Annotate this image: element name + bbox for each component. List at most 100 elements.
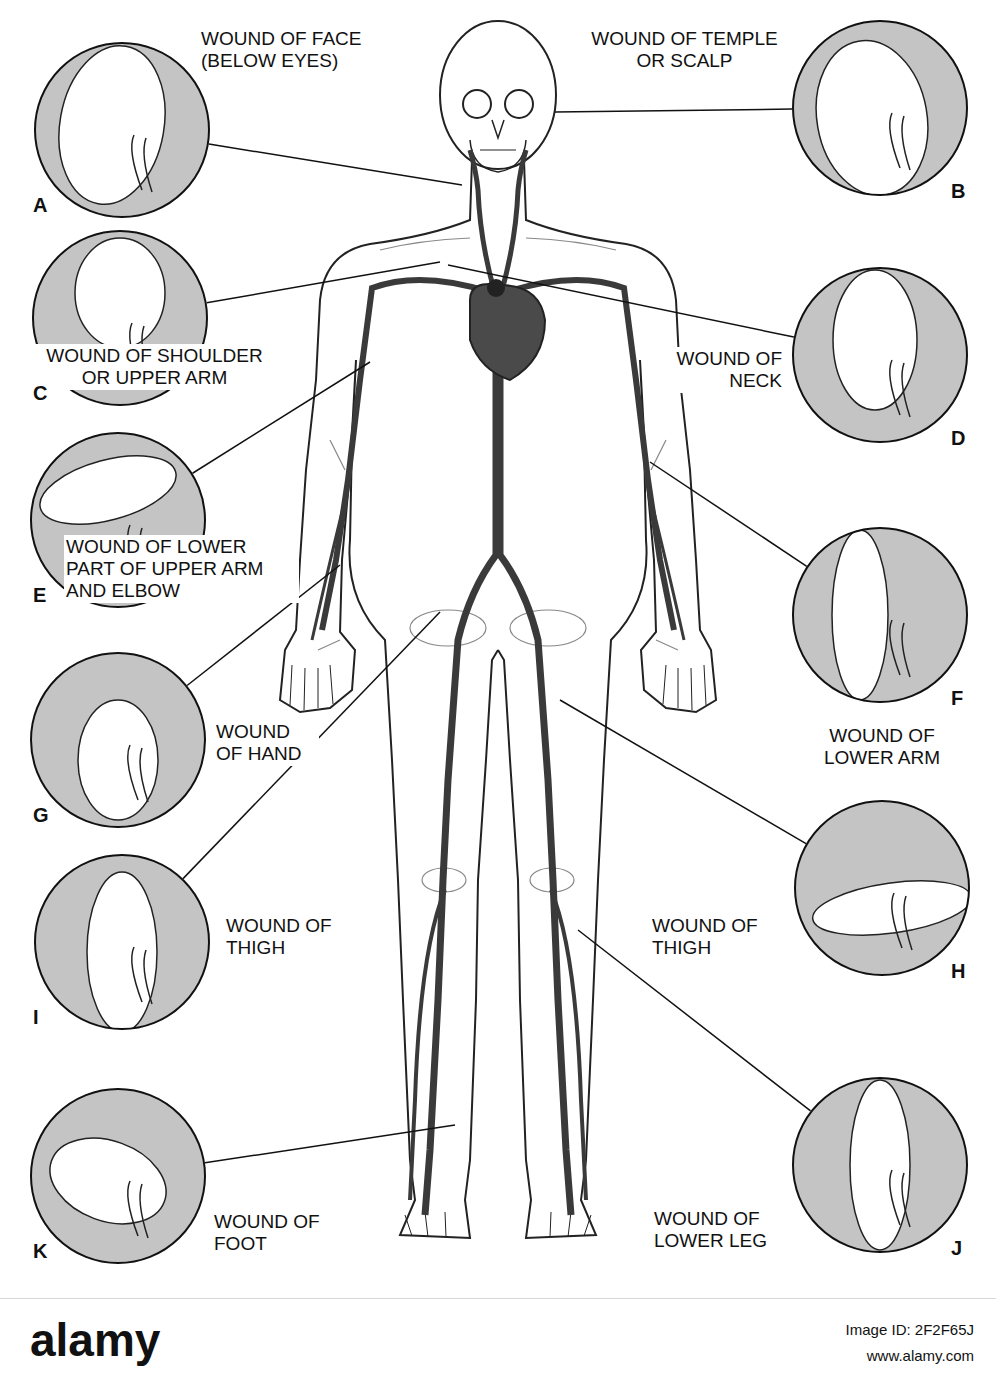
inset-ground <box>792 527 968 703</box>
inset-art <box>792 267 968 443</box>
inset-body-part <box>38 1123 178 1239</box>
callout-letter: B <box>950 180 966 202</box>
leader-line <box>209 144 462 185</box>
inset-ground <box>30 1088 206 1264</box>
letter-wrap: G <box>32 804 50 827</box>
inset-art <box>30 1088 206 1264</box>
leader-line <box>448 265 794 337</box>
leader-line <box>560 700 806 844</box>
wound-label: WOUND OF LOWER LEG <box>652 1207 797 1253</box>
inset-hand <box>890 620 910 677</box>
inset-body-part <box>804 32 939 205</box>
label-wrap: WOUND OF LOWER PART OF UPPER ARM AND ELB… <box>64 535 299 603</box>
callout-letter: A <box>32 194 48 216</box>
wound-circle: WOUND OF THIGHH <box>794 800 970 976</box>
label-wrap: WOUND OF SHOULDER OR UPPER ARM <box>32 344 277 390</box>
wound-label: WOUND OF FOOT <box>212 1210 352 1256</box>
inset-hand <box>132 947 152 1004</box>
leader-line <box>207 262 440 303</box>
inset-body-part <box>832 530 888 700</box>
inset-body-part <box>33 443 184 537</box>
inset-body-part <box>78 700 158 820</box>
inset-hand <box>128 1181 148 1238</box>
watermark-text: www.alamy.com <box>867 1347 974 1364</box>
inset-ground <box>30 652 206 828</box>
letter-wrap: K <box>32 1240 48 1263</box>
wound-label: WOUND OF HAND <box>214 720 319 766</box>
inset-art <box>30 652 206 828</box>
label-wrap: WOUND OF NECK <box>674 347 784 393</box>
callout-letter: G <box>32 804 50 826</box>
label-wrap: WOUND OF THIGH <box>224 914 364 960</box>
leader-line <box>205 1125 455 1163</box>
label-wrap: WOUND OF LOWER ARM <box>797 724 967 770</box>
label-wrap: WOUND OF HAND <box>214 720 319 766</box>
wound-label: WOUND OF LOWER PART OF UPPER ARM AND ELB… <box>64 535 299 603</box>
wound-circle: WOUND OF LOWER PART OF UPPER ARM AND ELB… <box>30 432 206 608</box>
inset-art <box>794 800 975 976</box>
wound-label: WOUND OF FACE (BELOW EYES) <box>199 27 429 73</box>
label-wrap: WOUND OF FOOT <box>212 1210 352 1256</box>
callout-letter: D <box>950 427 966 449</box>
letter-wrap: H <box>950 960 966 983</box>
letter-wrap: B <box>950 180 966 203</box>
wound-label: WOUND OF LOWER ARM <box>797 724 967 770</box>
letter-wrap: I <box>32 1006 40 1029</box>
wound-circle: WOUND OF TEMPLE OR SCALPB <box>792 20 968 196</box>
wound-label: WOUND OF TEMPLE OR SCALP <box>577 27 792 73</box>
watermark-logo: alamy <box>30 1313 160 1367</box>
inset-art <box>792 527 968 703</box>
label-wrap: WOUND OF FACE (BELOW EYES) <box>199 27 429 73</box>
inset-body-part <box>87 872 157 1032</box>
inset-body-part <box>850 1080 910 1250</box>
inset-ground <box>792 1077 968 1253</box>
leader-lines <box>183 109 810 1163</box>
wound-circle: WOUND OF FACE (BELOW EYES)A <box>34 42 210 218</box>
wound-label: WOUND OF SHOULDER OR UPPER ARM <box>32 344 277 390</box>
footer-bar: alamy Image ID: 2F2F65J www.alamy.com <box>0 1298 996 1390</box>
callout-letter: J <box>950 1237 963 1259</box>
letter-wrap: F <box>950 687 964 710</box>
callout-letter: I <box>32 1006 40 1028</box>
letter-wrap: E <box>32 584 47 607</box>
wound-circle: WOUND OF LOWER ARMF <box>792 527 968 703</box>
label-wrap: WOUND OF TEMPLE OR SCALP <box>577 27 792 73</box>
inset-hand <box>890 113 910 170</box>
leader-line <box>650 462 807 566</box>
body-figure <box>280 21 716 1238</box>
inset-hand <box>892 893 912 950</box>
wound-circle: WOUND OF FOOTK <box>30 1088 206 1264</box>
inset-art <box>792 1077 968 1253</box>
callout-letter: H <box>950 960 966 982</box>
inset-hand <box>132 135 152 192</box>
callout-letter: E <box>32 584 47 606</box>
wound-circle: WOUND OF LOWER LEGJ <box>792 1077 968 1253</box>
callout-letter: C <box>32 382 48 404</box>
inset-hand <box>128 745 148 802</box>
label-wrap: WOUND OF THIGH <box>650 914 790 960</box>
callout-letter: F <box>950 687 964 709</box>
letter-wrap: C <box>32 382 48 405</box>
leader-line <box>555 109 792 112</box>
wound-label: WOUND OF THIGH <box>650 914 790 960</box>
letter-wrap: A <box>32 194 48 217</box>
inset-body-part <box>833 270 917 410</box>
leader-line <box>183 612 440 879</box>
label-wrap: WOUND OF LOWER LEG <box>652 1207 797 1253</box>
inset-art <box>792 20 968 204</box>
letter-wrap: D <box>950 427 966 450</box>
inset-hand <box>890 360 910 417</box>
wound-circle: WOUND OF THIGHI <box>34 854 210 1030</box>
wound-circle: WOUND OF NECKD <box>792 267 968 443</box>
wound-label: WOUND OF THIGH <box>224 914 364 960</box>
letter-wrap: J <box>950 1237 963 1260</box>
inset-body-part <box>75 238 165 348</box>
inset-ground <box>792 267 968 443</box>
callout-letter: K <box>32 1240 48 1262</box>
inset-hand <box>890 1170 910 1227</box>
watermark-text: Image ID: 2F2F65J <box>846 1321 974 1338</box>
wound-circle: WOUND OF SHOULDER OR UPPER ARMC <box>32 230 208 406</box>
wound-label: WOUND OF NECK <box>674 347 784 393</box>
